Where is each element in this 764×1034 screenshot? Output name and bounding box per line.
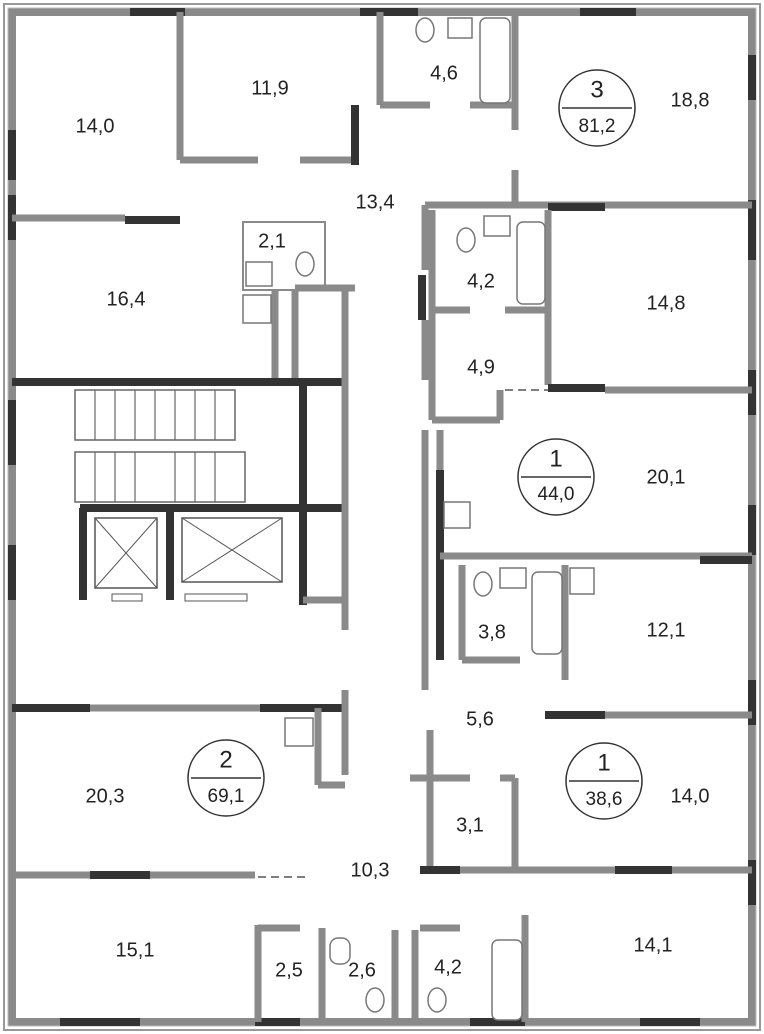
- elevator-2: [181, 517, 283, 602]
- sink-icon: [242, 294, 272, 324]
- apartment-total-area: 38,6: [586, 789, 623, 810]
- sink-icon: [447, 17, 473, 39]
- bathtub-icon: [531, 571, 563, 655]
- toilet-icon: [473, 571, 493, 597]
- sink-icon: [483, 215, 511, 237]
- room-area: 2,1: [258, 230, 286, 252]
- toilet-icon: [295, 251, 315, 277]
- room-area: 11,9: [251, 77, 288, 99]
- apartment-rooms: 1: [549, 445, 562, 472]
- room-area: 5,6: [466, 708, 494, 730]
- room-area: 10,3: [351, 859, 390, 881]
- bathtub-icon: [516, 221, 546, 305]
- fixtures: [242, 17, 595, 1021]
- room-area: 16,4: [107, 288, 146, 310]
- room-area: 18,8: [671, 89, 710, 111]
- room-area: 2,6: [348, 959, 376, 981]
- toilet-icon: [415, 17, 435, 43]
- toilet-icon: [365, 987, 385, 1013]
- apartment-badge: 2 69,1: [187, 739, 265, 817]
- sink-icon: [284, 717, 314, 747]
- room-area: 4,9: [467, 356, 495, 378]
- room-area: 4,2: [467, 270, 495, 292]
- room-area: 3,1: [456, 814, 484, 836]
- toilet-icon: [427, 987, 447, 1013]
- room-area: 4,6: [430, 62, 458, 84]
- room-area: 14,0: [671, 785, 710, 807]
- interior-walls: [12, 12, 752, 1022]
- apartment-rooms: 1: [597, 749, 610, 776]
- sink-icon: [499, 567, 527, 589]
- sink-icon: [245, 261, 273, 287]
- sink-icon: [569, 567, 595, 595]
- room-area: 20,1: [647, 466, 686, 488]
- apartment-badge: 3 81,2: [558, 69, 636, 147]
- room-area: 12,1: [647, 619, 686, 641]
- toilet-icon: [456, 227, 476, 253]
- apartment-total-area: 69,1: [208, 786, 245, 807]
- apartment-total-area: 81,2: [579, 116, 616, 137]
- sink-icon: [329, 937, 351, 965]
- apartment-rooms: 3: [590, 76, 603, 103]
- room-area: 2,5: [275, 959, 303, 981]
- room-area: 15,1: [116, 939, 155, 961]
- apartment-badge: 1 44,0: [517, 438, 595, 516]
- room-area: 3,8: [478, 621, 506, 643]
- room-labels: 14,0 11,9 4,6 18,8 13,4 2,1 16,4 4,2 14,…: [76, 62, 710, 981]
- room-area: 14,8: [647, 292, 686, 314]
- room-area: 4,2: [434, 956, 462, 978]
- room-area: 14,1: [634, 934, 673, 956]
- sink-icon: [443, 501, 471, 529]
- bathtub-icon: [491, 939, 523, 1021]
- stairwell: [74, 389, 246, 503]
- room-area: 14,0: [76, 115, 115, 137]
- elevator-1: [94, 517, 158, 602]
- apartment-rooms: 2: [219, 746, 232, 773]
- bathtub-icon: [479, 17, 511, 104]
- apartment-badge: 1 38,6: [565, 742, 643, 820]
- room-area: 13,4: [356, 191, 395, 213]
- room-area: 20,3: [86, 785, 125, 807]
- apartment-total-area: 44,0: [538, 484, 575, 505]
